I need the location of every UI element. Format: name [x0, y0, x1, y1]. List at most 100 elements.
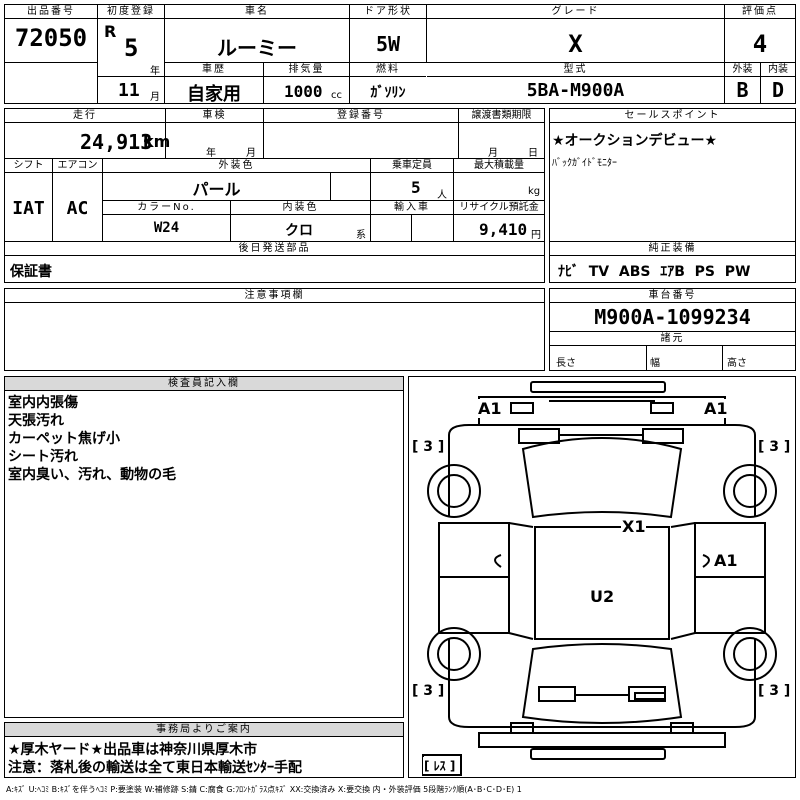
damage-a1-right-side: A1: [713, 551, 739, 570]
import-label: 輸入車: [371, 201, 453, 215]
grade: X: [568, 30, 583, 58]
damage-a1-front-right: A1: [703, 399, 729, 418]
load-unit: kg: [528, 186, 541, 197]
capacity: 5: [411, 178, 421, 197]
sales-block: [549, 108, 796, 283]
color-label: 外装色: [103, 159, 370, 173]
interior-score: D: [771, 78, 785, 102]
later-parts-label: 後日発送部品: [5, 242, 544, 256]
capacity-unit: 人: [437, 190, 447, 201]
specs-label: 諸元: [550, 332, 795, 346]
displacement-label: 排気量: [264, 63, 349, 77]
tire-fl-tread: [ 3 ]: [411, 439, 446, 455]
transfer-label: 譲渡書類期限: [459, 109, 544, 123]
notes-label: 注意事項欄: [5, 289, 544, 303]
damage-x1-roof: X1: [621, 517, 647, 536]
year-unit: 年: [150, 66, 160, 77]
mileage: 24,913: [80, 130, 153, 154]
inspection-month-unit: 月: [246, 148, 256, 159]
inspector-line: 室内内張傷: [8, 395, 78, 411]
fuel-label: 燃料: [350, 63, 426, 77]
sales-line-2: ﾊﾞｯｸｶﾞｲﾄﾞﾓﾆﾀｰ: [552, 158, 617, 169]
door-label: ドア形状: [350, 5, 426, 19]
ac: AC: [66, 198, 89, 219]
damage-a1-front-left: A1: [477, 399, 503, 418]
recycle-unit: 円: [531, 230, 541, 241]
notes-block: [4, 288, 545, 371]
damage-u2-rear: U2: [589, 587, 616, 606]
shift-label: シフト: [5, 159, 52, 173]
exterior-color: パール: [192, 180, 241, 199]
inspector-line: 室内臭い、汚れ、動物の毛: [8, 467, 177, 483]
inspector-label: 検査員記入欄: [5, 377, 403, 391]
history: 自家用: [187, 84, 241, 105]
equipment-label: 純正装備: [550, 242, 795, 256]
reg-month: 11: [118, 80, 140, 101]
inspector-line: シート汚れ: [8, 449, 78, 465]
int-color-unit: 系: [356, 230, 366, 241]
inspection-year-unit: 年: [206, 148, 216, 159]
inspection-label: 車検: [166, 109, 263, 123]
era: R: [104, 22, 117, 41]
history-label: 車歴: [165, 63, 263, 77]
int-color-label: 内装色: [231, 201, 370, 215]
header-block: [4, 4, 796, 104]
office-line-2: 注意：落札後の輸送は全て東日本輸送ｾﾝﾀｰ手配: [8, 760, 302, 776]
exterior-score: B: [736, 78, 749, 102]
chassis-label: 車台番号: [550, 289, 795, 303]
load-label: 最大積載量: [454, 159, 544, 173]
lot-no: 72050: [14, 24, 88, 52]
inspector-notes: 室内内張傷 天張汚れ カーペット焦げ小 シート汚れ 室内臭い、汚れ、動物の毛: [8, 394, 176, 484]
reg-year: 5: [124, 34, 139, 62]
details-block: [4, 108, 545, 283]
model-label: 型式: [427, 63, 724, 77]
ac-label: エアコン: [53, 159, 102, 173]
width-label: 幅: [650, 358, 660, 369]
mileage-label: 走行: [5, 109, 165, 123]
displacement: 1000: [284, 82, 323, 101]
inspector-line: カーペット焦げ小: [8, 431, 120, 447]
spare-tire: [ ﾚｽ ]: [423, 757, 457, 774]
office-line-1: ★厚木ヤード★出品車は神奈川県厚木市: [8, 742, 258, 758]
inspector-line: 天張汚れ: [8, 413, 64, 429]
reg-no-label: 登録番号: [264, 109, 458, 123]
color-no-label: カラーNo.: [103, 201, 230, 215]
height-label: 高さ: [727, 358, 747, 369]
grade-label: グレード: [427, 5, 724, 19]
transfer-day-unit: 日: [528, 148, 538, 159]
car-diagram: A1 A1 X1 A1 U2 [ 3 ] [ 3 ] [ 3 ] [ 3 ] […: [408, 376, 796, 778]
length-label: 長さ: [556, 358, 576, 369]
recycle-label: リサイクル預託金: [454, 201, 544, 215]
score: 4: [752, 30, 768, 58]
later-parts: 保証書: [10, 264, 52, 280]
inspector-block: [4, 376, 404, 718]
capacity-label: 乗車定員: [371, 159, 453, 173]
office-block: [4, 722, 404, 778]
car-name-label: 車名: [165, 5, 349, 19]
color-no: W24: [153, 220, 180, 236]
recycle-fee: 9,410: [479, 220, 528, 239]
mileage-unit: km: [143, 132, 171, 151]
transfer-month-unit: 月: [488, 148, 498, 159]
tire-rl-tread: [ 3 ]: [411, 683, 446, 699]
shift: IAT: [12, 198, 45, 219]
first-reg-label: 初度登録: [98, 5, 164, 19]
int-color: クロ: [285, 223, 313, 239]
lot-no-label: 出品番号: [5, 5, 97, 19]
month-unit: 月: [150, 92, 160, 103]
car-name: ルーミー: [217, 36, 297, 60]
sales-label: セールスポイント: [550, 109, 795, 123]
door-type: 5W: [375, 32, 401, 56]
tire-rr-tread: [ 3 ]: [757, 683, 792, 699]
office-label: 事務局よりご案内: [5, 723, 403, 737]
chassis-no: M900A-1099234: [594, 305, 751, 329]
sales-line-1: ★オークションデビュー★: [552, 133, 718, 149]
legend: A:ｷｽﾞ U:ﾍｺﾐ B:ｷｽﾞを伴うﾍｺﾐ P:要塗装 W:補修跡 S:錆 …: [6, 785, 522, 794]
interior-label: 内装: [761, 63, 795, 77]
chassis-block: [549, 288, 796, 371]
score-label: 評価点: [725, 5, 795, 19]
fuel: ｶﾞｿﾘﾝ: [370, 85, 406, 101]
tire-fr-tread: [ 3 ]: [757, 439, 792, 455]
equipment: ﾅﾋﾞ TV ABS ｴｱB PS PW: [558, 264, 751, 280]
model: 5BA-M900A: [526, 80, 625, 101]
